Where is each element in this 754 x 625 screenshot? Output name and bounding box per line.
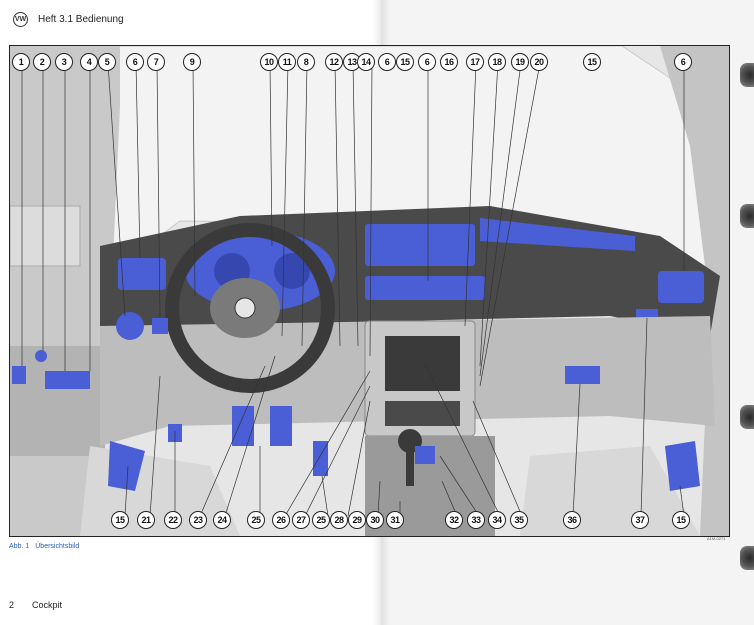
callout-6c: 6 [418,53,436,71]
callout-37: 37 [631,511,649,529]
callout-15d: 15 [672,511,690,529]
pedal-accelerator [313,441,328,476]
callout-5: 5 [98,53,116,71]
callout-6d: 6 [674,53,692,71]
center-air-vents [365,276,485,300]
callout-17: 17 [466,53,484,71]
pedal-clutch [270,406,292,446]
glovebox-light [636,309,658,317]
seat-handle-right [665,441,700,491]
callout-28: 28 [330,511,348,529]
right-air-vent [658,271,704,303]
gear-lever [406,446,414,486]
handbrake [415,446,435,464]
vw-logo-icon: VW [13,11,28,27]
switch-7 [152,318,168,334]
callout-14: 14 [357,53,375,71]
callout-24: 24 [213,511,231,529]
callout-18: 18 [488,53,506,71]
callout-32: 32 [445,511,463,529]
cockpit-illustration [10,46,729,536]
callout-34: 34 [488,511,506,529]
callout-33: 33 [467,511,485,529]
callout-21: 21 [137,511,155,529]
radio-unit [385,336,460,391]
figure-caption: Abb. 1 Übersichtsbild [9,543,79,550]
callout-15c: 15 [111,511,129,529]
binder-hole-icon [740,63,754,87]
callout-11: 11 [278,53,296,71]
callout-25b: 25 [312,511,330,529]
section-title: Cockpit [32,600,63,610]
figure-code: A1M-0271 [707,536,726,541]
callout-30: 30 [366,511,384,529]
callout-19: 19 [511,53,529,71]
passenger-airbag-strip [480,218,635,251]
pedal-brake [232,406,254,446]
climate-control [385,401,460,426]
left-air-vent [118,258,166,290]
steering-wheel [165,223,335,393]
callout-16: 16 [440,53,458,71]
window-switch-left [12,366,26,384]
side-mirror-left [10,205,81,267]
callout-8: 8 [297,53,315,71]
glovebox-handle [565,366,600,384]
page-header: VW Heft 3.1 Bedienung [13,9,124,29]
door-panel [10,346,105,456]
callout-2: 2 [33,53,51,71]
callout-3: 3 [55,53,73,71]
seat-handle-left [108,441,145,491]
callout-1: 1 [12,53,30,71]
caption-text: Übersichtsbild [35,543,80,550]
leader-lines [21,62,685,517]
steering-logo-icon [234,297,256,319]
callout-12: 12 [325,53,343,71]
callout-15: 15 [396,53,414,71]
light-switch [116,312,144,340]
binder-hole-icon [740,405,754,429]
callout-25: 25 [247,511,265,529]
caption-number: Abb. 1 [9,543,30,550]
callout-20: 20 [530,53,548,71]
callout-23: 23 [189,511,207,529]
callout-4: 4 [80,53,98,71]
callout-35: 35 [510,511,528,529]
callout-31: 31 [386,511,404,529]
callout-6b: 6 [378,53,396,71]
callout-9: 9 [183,53,201,71]
header-title: Heft 3.1 Bedienung [38,13,124,25]
cockpit-figure [9,45,730,537]
callout-36: 36 [563,511,581,529]
page-footer: 2 Cockpit [9,600,62,610]
binder-hole-icon [740,204,754,228]
window-switches [45,371,90,389]
callout-29: 29 [348,511,366,529]
binder-hole-icon [740,546,754,570]
callout-15b: 15 [583,53,601,71]
callout-6: 6 [126,53,144,71]
callout-26: 26 [272,511,290,529]
callout-22: 22 [164,511,182,529]
page-number: 2 [9,600,15,610]
callout-27: 27 [292,511,310,529]
callout-7: 7 [147,53,165,71]
center-display [365,224,475,266]
callout-10: 10 [260,53,278,71]
